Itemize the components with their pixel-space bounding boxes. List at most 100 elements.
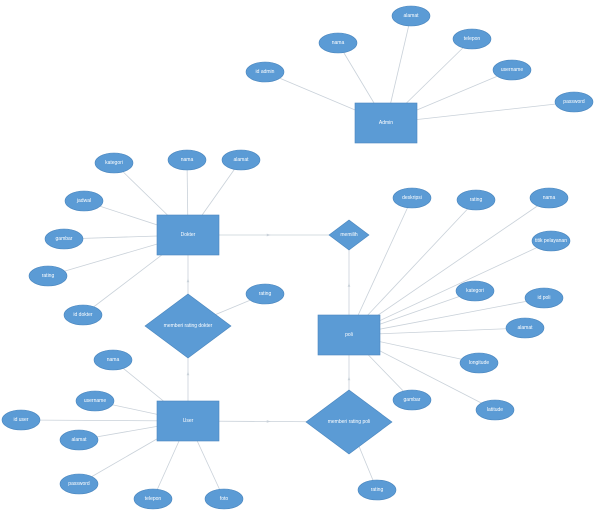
connector-arrow	[186, 278, 190, 283]
attribute-a-poli-nama[interactable]: nama	[529, 187, 569, 209]
attribute-label: alamat	[517, 325, 533, 331]
attribute-a-doc-nama[interactable]: nama	[167, 149, 207, 171]
attribute-a-admin-username[interactable]: username	[492, 59, 532, 81]
connector-arrow	[266, 233, 271, 237]
connector-arrow	[266, 420, 271, 423]
attribute-label: telepon	[464, 36, 481, 42]
attribute-connector	[348, 197, 413, 336]
attribute-label: username	[84, 398, 106, 404]
attribute-label: foto	[220, 496, 229, 502]
relationship-diamond	[305, 389, 393, 455]
attribute-a-poli-id[interactable]: id poli	[524, 287, 564, 309]
attribute-label: nama	[107, 357, 120, 363]
attribute-label: kategori	[105, 160, 123, 166]
relationship-rating-poli[interactable]: memberi rating poli	[305, 389, 393, 455]
attribute-a-poli-titik[interactable]: titik pelayanan	[531, 230, 571, 252]
attribute-ellipse	[59, 473, 99, 495]
entity-user[interactable]: User	[156, 400, 220, 442]
attribute-a-user-password[interactable]: password	[59, 473, 99, 495]
entity-box	[156, 400, 220, 442]
attribute-a-poli-longitude[interactable]: longitude	[459, 352, 499, 374]
attribute-ellipse	[1, 409, 41, 431]
connector-lines	[20, 15, 575, 500]
attribute-label: rating	[371, 487, 384, 493]
attribute-ellipse	[318, 32, 358, 54]
entity-box	[156, 214, 220, 256]
attribute-label: alamat	[403, 13, 419, 19]
attribute-ellipse	[167, 149, 207, 171]
attribute-a-admin-password[interactable]: password	[554, 91, 594, 113]
attribute-a-user-foto[interactable]: foto	[204, 488, 244, 510]
attribute-a-admin-nama[interactable]: nama	[318, 32, 358, 54]
relationship-diamond	[144, 293, 232, 359]
entity-label: Dokter	[181, 232, 196, 238]
connector-arrow	[347, 282, 351, 287]
attribute-a-admin-alamat[interactable]: alamat	[391, 5, 431, 27]
entity-label: User	[183, 418, 194, 424]
attribute-ellipse	[455, 280, 495, 302]
attribute-label: titik pelayanan	[535, 238, 567, 244]
entity-admin[interactable]: Admin	[354, 102, 418, 144]
attribute-ellipse	[63, 304, 103, 326]
connector-arrow	[347, 376, 351, 381]
attribute-ellipse	[492, 59, 532, 81]
attribute-connector	[348, 240, 552, 336]
relationship-label: memberi rating poli	[328, 419, 371, 425]
attribute-label: gambar	[404, 397, 421, 403]
attribute-a-doc-id[interactable]: id dokter	[63, 304, 103, 326]
attribute-label: rating	[470, 197, 483, 203]
attribute-a-user-username[interactable]: username	[75, 390, 115, 412]
connector-arrow	[186, 371, 190, 376]
attribute-label: gambar	[56, 236, 73, 242]
attribute-a-admin-telepon[interactable]: telepon	[452, 28, 492, 50]
attribute-connector	[348, 197, 550, 336]
attribute-a-poli-deskripsi[interactable]: deskripsi	[392, 187, 432, 209]
attribute-label: rating	[42, 273, 55, 279]
attribute-a-user-nama[interactable]: nama	[93, 349, 133, 371]
attribute-a-poli-kategori[interactable]: kategori	[455, 280, 495, 302]
attribute-ellipse	[505, 317, 545, 339]
attribute-ellipse	[75, 390, 115, 412]
attribute-label: id admin	[256, 69, 275, 75]
attribute-label: latitude	[487, 407, 503, 413]
attribute-a-user-id[interactable]: id user	[1, 409, 41, 431]
attribute-ellipse	[357, 479, 397, 501]
attribute-ellipse	[245, 283, 285, 305]
attribute-label: longitude	[469, 360, 490, 366]
attribute-ellipse	[524, 287, 564, 309]
attribute-a-doc-kategori[interactable]: kategori	[94, 152, 134, 174]
attribute-ellipse	[475, 399, 515, 421]
attribute-a-poli-latitude[interactable]: latitude	[475, 399, 515, 421]
attribute-ellipse	[392, 187, 432, 209]
attribute-a-rd-rating[interactable]: rating	[245, 283, 285, 305]
entity-poli[interactable]: poli	[317, 314, 381, 356]
attribute-a-doc-gambar[interactable]: gambar	[44, 228, 84, 250]
attribute-label: id poli	[537, 295, 550, 301]
attribute-label: id dokter	[73, 312, 93, 318]
attribute-a-admin-id[interactable]: id admin	[245, 61, 285, 83]
attribute-a-poli-rating[interactable]: rating	[456, 189, 496, 211]
attribute-ellipse	[554, 91, 594, 113]
entity-label: Admin	[379, 120, 393, 126]
attribute-a-user-alamat[interactable]: alamat	[59, 429, 99, 451]
entity-doctor[interactable]: Dokter	[156, 214, 220, 256]
relationship-memilih[interactable]: memilih	[328, 219, 370, 251]
attribute-a-doc-rating[interactable]: rating	[28, 265, 68, 287]
attribute-label: jadwal	[76, 198, 91, 204]
attribute-ellipse	[204, 488, 244, 510]
attribute-a-doc-alamat[interactable]: alamat	[221, 149, 261, 171]
attribute-ellipse	[456, 189, 496, 211]
attribute-a-user-telepon[interactable]: telepon	[133, 488, 173, 510]
relationship-rating-dokter[interactable]: memberi rating dokter	[144, 293, 232, 359]
attribute-label: deskripsi	[402, 195, 422, 201]
attribute-a-doc-jadwal[interactable]: jadwal	[64, 190, 104, 212]
attribute-label: rating	[259, 291, 272, 297]
attribute-a-poli-gambar[interactable]: gambar	[392, 389, 432, 411]
relationship-diamond	[328, 219, 370, 251]
entity-box	[354, 102, 418, 144]
attribute-label: nama	[543, 195, 556, 201]
attribute-a-poli-alamat[interactable]: alamat	[505, 317, 545, 339]
attribute-a-rp-rating[interactable]: rating	[357, 479, 397, 501]
attribute-ellipse	[59, 429, 99, 451]
